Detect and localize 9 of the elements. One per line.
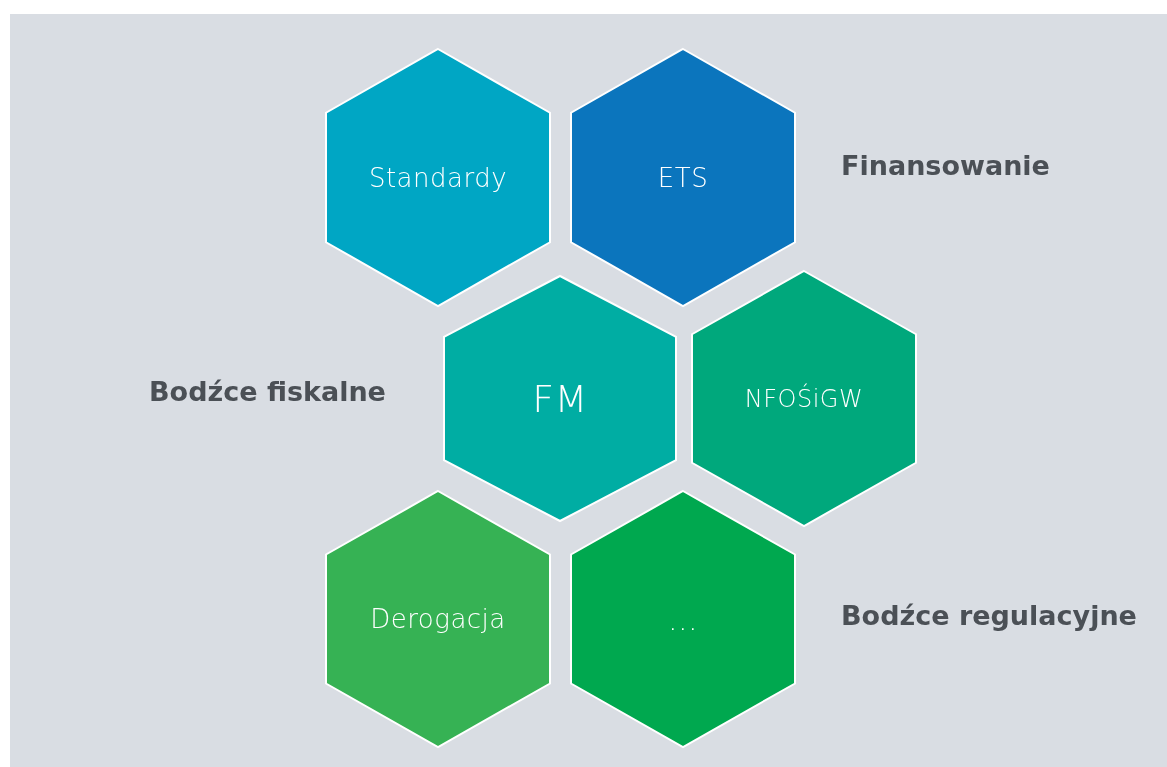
hexagon-label: ETS (657, 162, 709, 193)
hexagon-label: ... (667, 601, 699, 637)
hexagon-label: Derogacja (370, 604, 506, 634)
hexagon-label: Standardy (368, 162, 508, 193)
category-label: Bodźce regulacyjne (841, 600, 1137, 631)
category-label: Finansowanie (841, 150, 1050, 181)
hexagon-label: FM (532, 376, 588, 421)
hexagon-label: NFOŚiGW (744, 384, 864, 413)
category-label: Bodźce fiskalne (149, 376, 386, 407)
